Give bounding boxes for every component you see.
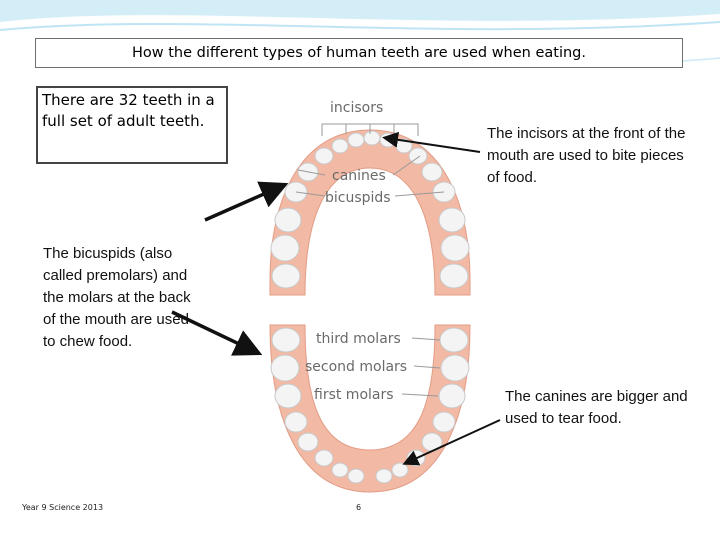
page-number: 6 (356, 503, 362, 512)
label-bicuspids: bicuspids (325, 190, 391, 206)
bicuspids-arrow (171, 310, 263, 356)
label-leader-lines (295, 155, 445, 397)
intro-text-box: There are 32 teeth in a full set of adul… (36, 86, 228, 164)
incisors-callout: The incisors at the front of the mouth a… (487, 125, 686, 186)
canines-arrow (402, 419, 501, 466)
label-third-molars: third molars (316, 331, 401, 347)
intro-arrow (204, 181, 289, 222)
label-second-molars: second molars (305, 359, 407, 375)
incisors-arrow (382, 131, 481, 153)
bicuspids-callout: The bicuspids (also called premolars) an… (43, 245, 191, 350)
lower-gum (269, 324, 471, 493)
canines-callout: The canines are bigger and used to tear … (505, 388, 688, 427)
label-canines: canines (332, 168, 386, 184)
footer-course-label: Year 9 Science 2013 (22, 503, 104, 512)
label-first-molars: first molars (314, 387, 394, 403)
incisors-bracket (321, 123, 419, 136)
label-incisors: incisors (330, 100, 383, 116)
upper-gum (269, 129, 471, 296)
slide-title: How the different types of human teeth a… (35, 38, 683, 68)
